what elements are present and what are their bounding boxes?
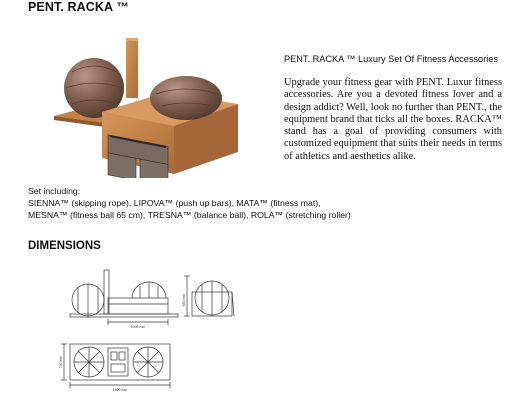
product-description: Upgrade your fitness gear with PENT. Lux… bbox=[284, 77, 502, 162]
front-width-label: 1000 mm bbox=[131, 325, 146, 329]
dimensions-heading: DIMENSIONS bbox=[28, 240, 101, 252]
set-including-heading: Set including: bbox=[28, 186, 81, 196]
top-view-drawing: 730 mm 1400 mm bbox=[59, 343, 171, 392]
set-including: Set including: SIENNA™ (skipping rope), … bbox=[28, 185, 508, 221]
top-width-label: 1400 mm bbox=[113, 388, 128, 392]
set-including-line-2: MESNA™ (fitness ball 65 cm), TRESNA™ (ba… bbox=[28, 210, 351, 221]
side-height-label: 650 mm bbox=[182, 294, 186, 307]
set-including-line-1: SIENNA™ (skipping rope), LIPOVA™ (push u… bbox=[28, 198, 321, 209]
product-title: PENT. RACKA ™ bbox=[28, 0, 129, 14]
product-subtitle: PENT. RACKA ™ Luxury Set Of Fitness Acce… bbox=[284, 54, 498, 64]
product-image bbox=[54, 38, 238, 178]
front-view-drawing: 1000 mm bbox=[69, 269, 179, 329]
top-depth-label: 730 mm bbox=[59, 356, 63, 369]
side-view-drawing: 650 mm bbox=[182, 275, 235, 317]
